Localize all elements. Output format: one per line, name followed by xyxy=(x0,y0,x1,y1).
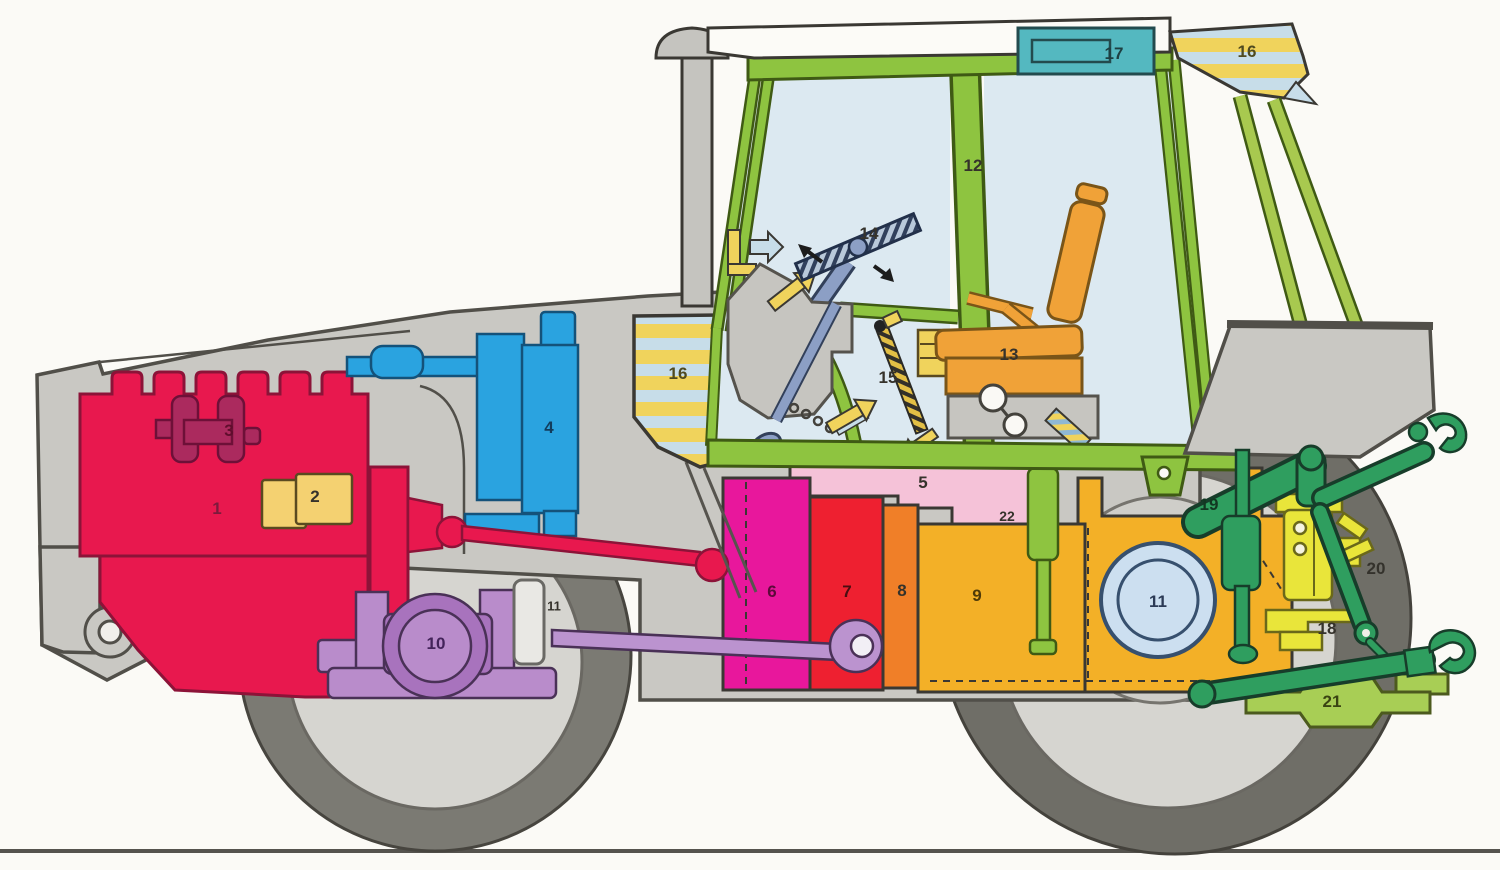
range-box xyxy=(881,503,920,690)
pto-group xyxy=(1264,492,1375,652)
pedal-arrow-icon xyxy=(824,398,878,437)
kingpin-bracket xyxy=(512,578,546,666)
fuel-tank-top xyxy=(1168,22,1319,106)
driver-seat xyxy=(916,182,1109,440)
three-point-hitch xyxy=(1181,412,1477,709)
engine-sump xyxy=(98,554,370,699)
front-axle-group xyxy=(316,578,884,700)
rear-axle-case xyxy=(916,522,1087,694)
radiator-core-front xyxy=(520,343,580,515)
cab-rear-pillar xyxy=(1153,59,1219,453)
lift-cylinder-left xyxy=(1026,466,1060,656)
gear-lever xyxy=(874,309,929,435)
engine-driveshaft xyxy=(406,496,730,583)
hood-seam xyxy=(99,329,411,364)
lower-hook xyxy=(1402,629,1477,678)
seat-back xyxy=(1046,200,1106,324)
suspension-link xyxy=(978,383,1008,413)
thermostat-cap xyxy=(369,344,425,380)
injection-pump xyxy=(260,472,354,530)
rear-fender xyxy=(1182,324,1436,459)
steering-wheel xyxy=(793,211,923,283)
seat-cushion xyxy=(934,324,1084,362)
bellhousing-seam xyxy=(419,384,466,554)
muffler xyxy=(654,26,730,308)
rear-fender-group xyxy=(1182,94,1436,459)
engine-casting-detail xyxy=(154,394,262,464)
radiator-core-rear xyxy=(475,332,526,502)
roof-aircon-unit xyxy=(1016,26,1156,76)
ground-line xyxy=(0,849,1500,853)
hitch-cylinder xyxy=(1220,448,1262,665)
top-hook xyxy=(1407,412,1468,454)
vent-arrow-icon xyxy=(749,229,785,265)
seat-base xyxy=(944,356,1084,396)
background-gap xyxy=(1176,100,1330,432)
